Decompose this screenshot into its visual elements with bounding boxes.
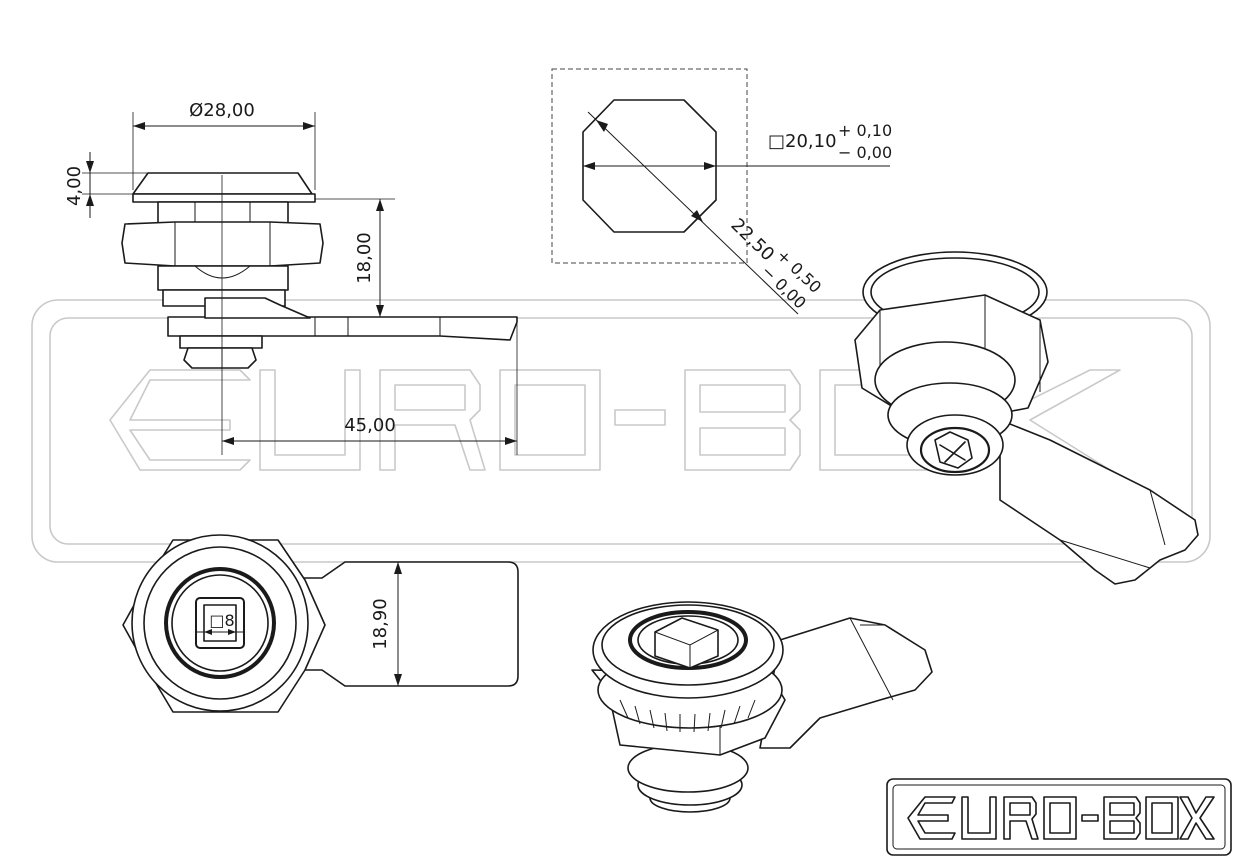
logo-box (886, 778, 1232, 856)
length-label: 45,00 (344, 415, 396, 436)
height-top-label: 4,00 (64, 166, 85, 206)
diagonal-label: 22,50 (727, 214, 779, 265)
washer-teeth (619, 699, 756, 733)
square-tol-plus: + 0,10 (838, 121, 892, 140)
key-square-label: □8 (209, 611, 234, 630)
cutout-detail: □20,10 + 0,10 − 0,00 22,50 + 0,50 − 0,00 (551, 68, 892, 315)
side-view (121, 172, 518, 455)
side-dimensions: Ø28,00 4,00 18,00 45,00 (64, 100, 518, 455)
isometric-view-front (591, 601, 933, 813)
watermark (31, 299, 1211, 563)
square-tol-minus: − 0,00 (838, 143, 892, 162)
square-cutout-label: □20,10 (768, 131, 837, 152)
cam-width-label: 18,90 (370, 598, 391, 650)
front-view: □8 18,90 (122, 534, 519, 713)
euro-box-logo (907, 796, 1215, 840)
height-body-label: 18,00 (354, 232, 375, 284)
diameter-label: Ø28,00 (189, 100, 255, 121)
isometric-view-rear (854, 251, 1199, 585)
